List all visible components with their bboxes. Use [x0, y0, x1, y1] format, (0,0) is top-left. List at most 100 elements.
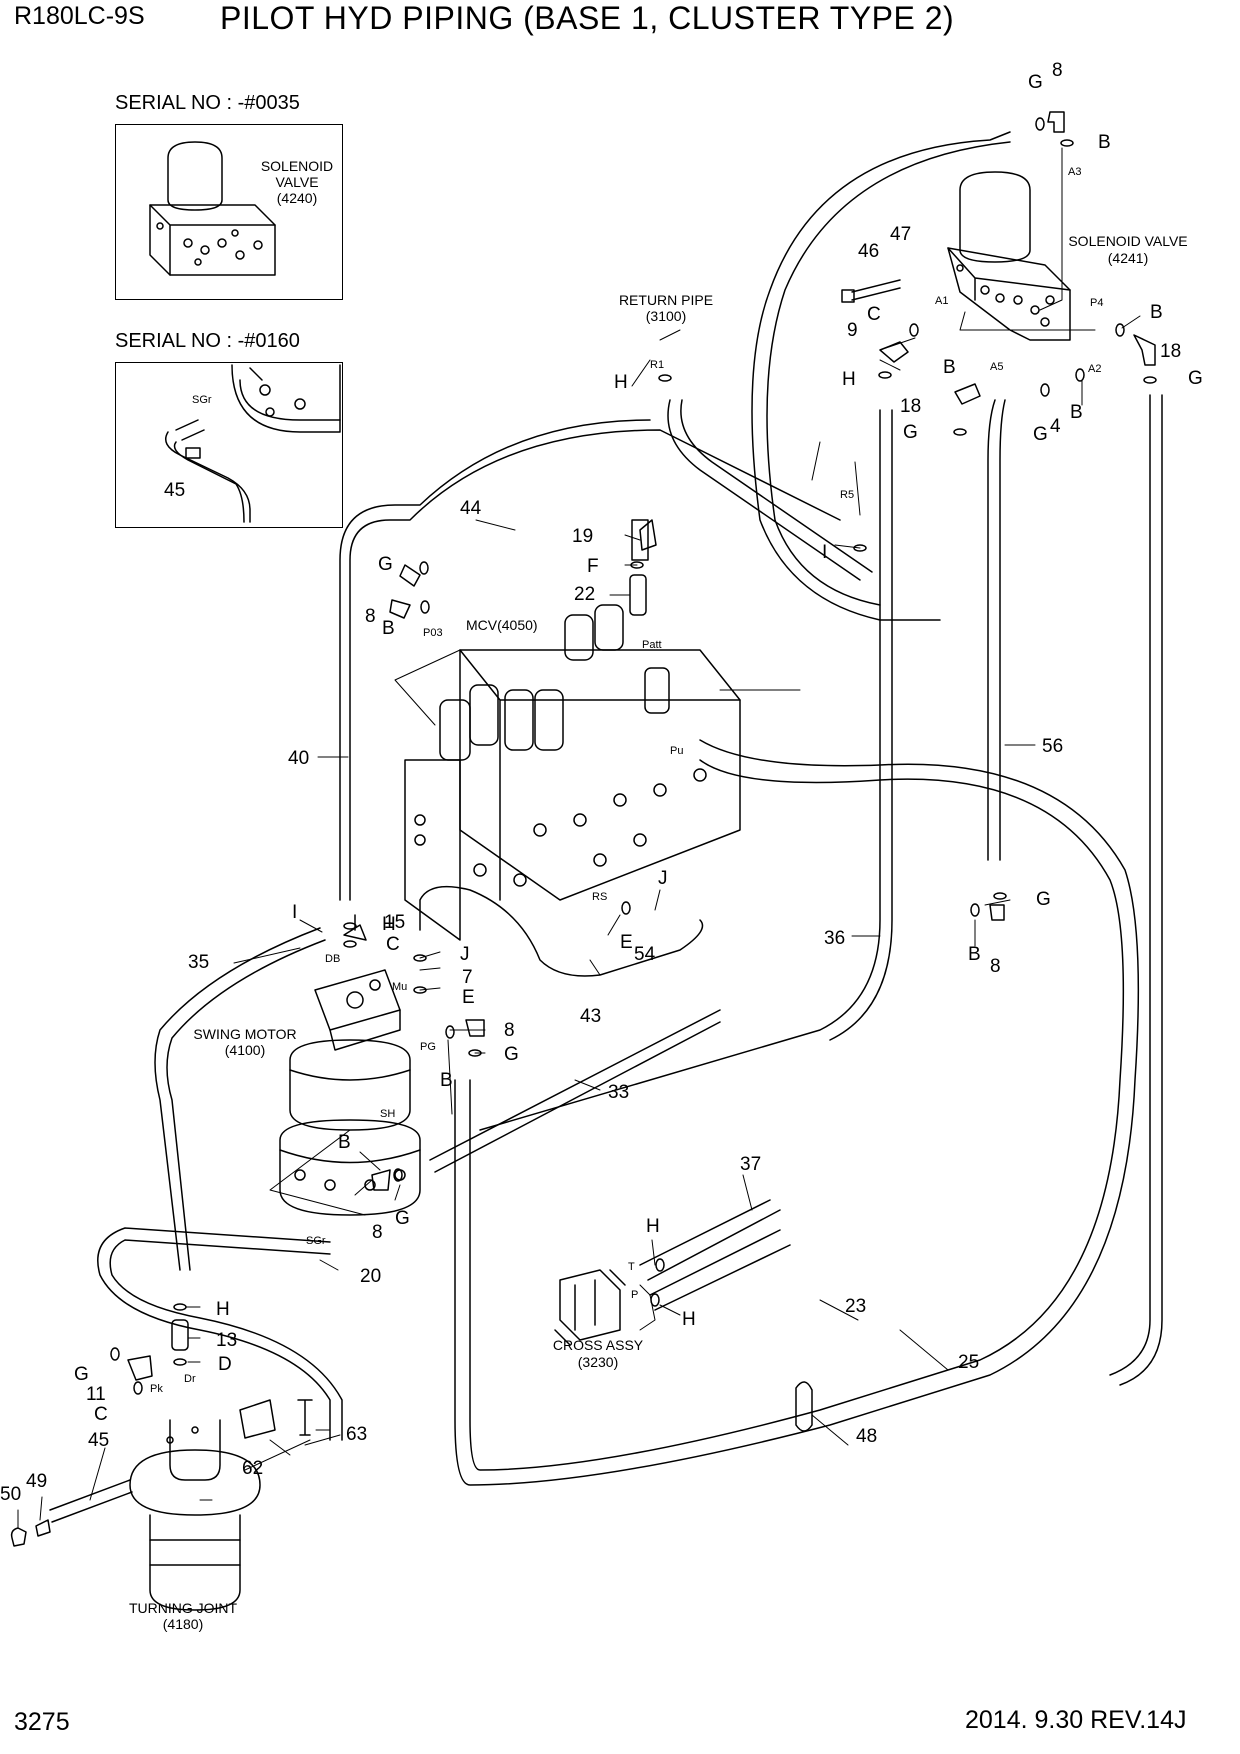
callout: G: [1033, 424, 1048, 445]
inset-1-caption-line-3: (4240): [277, 190, 317, 206]
callout: 18: [900, 396, 921, 417]
port-label: A1: [935, 295, 948, 307]
callout: F: [587, 556, 599, 577]
cross-assy-label-line-2: (3230): [578, 1354, 618, 1370]
callout: 63: [346, 1424, 367, 1445]
callout: 8: [504, 1020, 515, 1041]
port-label: A2: [1088, 363, 1101, 375]
callout: B: [1070, 402, 1083, 423]
callout: B: [338, 1132, 351, 1153]
swing-motor-label-line-2: (4100): [225, 1042, 265, 1058]
port-label: Pu: [670, 745, 683, 757]
callout: 8: [990, 956, 1001, 977]
callout: 44: [460, 498, 482, 519]
callout: B: [1098, 132, 1111, 153]
inset-1-frame: [115, 124, 343, 300]
callout: 20: [360, 1266, 381, 1287]
callout: J: [460, 944, 470, 965]
turning-joint-icon: [129, 1419, 261, 1611]
callout: 9: [847, 320, 858, 341]
port-label: P03: [423, 627, 443, 639]
callout: B: [382, 618, 395, 639]
return-pipe-label-line-2: (3100): [646, 308, 686, 324]
callout: J: [658, 868, 668, 889]
callout: G: [903, 422, 918, 443]
solenoid-valve-4241-label-line-2: (4241): [1108, 250, 1148, 266]
callout: H: [216, 1299, 230, 1320]
inset-1-caption-line-2: VALVE: [275, 174, 318, 190]
solenoid-valve-4241-icon: [947, 171, 1071, 341]
port-label: RS: [592, 891, 607, 903]
callout: G: [74, 1364, 89, 1385]
elbow-fitting-icon: [127, 111, 1156, 1381]
port-label: T: [628, 1261, 635, 1273]
callout: 54: [634, 944, 656, 965]
port-labels: A3 A1 P4 A5 A2 R1 R5 P03 Patt Pu RS DB M…: [150, 166, 1103, 1395]
port-label: Patt: [642, 639, 662, 651]
inset-2-frame: [115, 362, 343, 528]
solenoid-valve-4241-label-line-1: SOLENOID VALVE: [1068, 233, 1187, 249]
inset-2-port-label: SGr: [192, 394, 212, 406]
callout: 50: [0, 1484, 21, 1505]
mcv-label: MCV(4050): [466, 617, 538, 633]
callout: 22: [574, 584, 595, 605]
callout: 40: [288, 748, 309, 769]
port-label: SGr: [306, 1235, 326, 1247]
port-label: SH: [380, 1108, 395, 1120]
callout: 33: [608, 1082, 629, 1103]
port-label: PG: [420, 1041, 436, 1053]
swing-motor-label-line-1: SWING MOTOR: [193, 1026, 296, 1042]
port-label: P: [631, 1289, 638, 1301]
callout: I: [822, 542, 827, 563]
callout: C: [386, 934, 400, 955]
revision-date: 2014. 9.30 REV.14J: [965, 1706, 1187, 1734]
o-ring-icon: [110, 117, 1157, 1395]
callout: E: [620, 932, 633, 953]
page-title: PILOT HYD PIPING (BASE 1, CLUSTER TYPE 2…: [220, 0, 955, 36]
mcv-icon: [404, 604, 741, 941]
callout: 8: [372, 1222, 383, 1243]
port-label: R1: [650, 359, 664, 371]
return-pipe-label-line-1: RETURN PIPE: [619, 292, 713, 308]
cross-assy-icon: [554, 1269, 626, 1346]
callout: G: [1028, 72, 1043, 93]
callout: G: [504, 1044, 519, 1065]
port-label: Mu: [392, 981, 407, 993]
model-number: R180LC-9S: [14, 2, 145, 30]
inset-1-serial: SERIAL NO : -#0035: [115, 92, 300, 114]
callout: C: [94, 1404, 108, 1425]
callout: H: [646, 1216, 660, 1237]
turning-joint-label-line-2: (4180): [163, 1616, 203, 1632]
callout: 37: [740, 1154, 761, 1175]
callout: 45: [88, 1430, 109, 1451]
page-number: 3275: [14, 1708, 70, 1736]
callout: H: [614, 372, 628, 393]
port-label: Dr: [184, 1373, 196, 1385]
callouts: G 8 B 46 47 C 9 B 18 G H B 18 G G 4 B H …: [0, 60, 1203, 1505]
hose-icon: [49, 131, 1163, 1523]
callout: 49: [26, 1471, 47, 1492]
inset-2-motor-icon: [231, 364, 341, 433]
callout: B: [440, 1070, 453, 1091]
inset-2-serial: SERIAL NO : -#0160: [115, 330, 300, 352]
callout: 8: [365, 606, 376, 627]
callout: 8: [1052, 60, 1063, 81]
hose-icon: [165, 419, 251, 523]
callout: G: [395, 1208, 410, 1229]
callout: C: [867, 304, 881, 325]
callout: 25: [958, 1352, 979, 1373]
callout: 4: [1050, 416, 1061, 437]
callout: I: [292, 902, 297, 923]
callout: H: [842, 369, 856, 390]
callout: H: [682, 1309, 696, 1330]
callout: 15: [384, 912, 405, 933]
callout: 18: [1160, 341, 1181, 362]
callout: 13: [216, 1330, 237, 1351]
callout: D: [218, 1354, 232, 1375]
turning-joint-label-line-1: TURNING JOINT: [129, 1600, 238, 1616]
port-label: R5: [840, 489, 854, 501]
callout: G: [1188, 368, 1203, 389]
callout: B: [968, 944, 981, 965]
callout: E: [462, 987, 475, 1008]
